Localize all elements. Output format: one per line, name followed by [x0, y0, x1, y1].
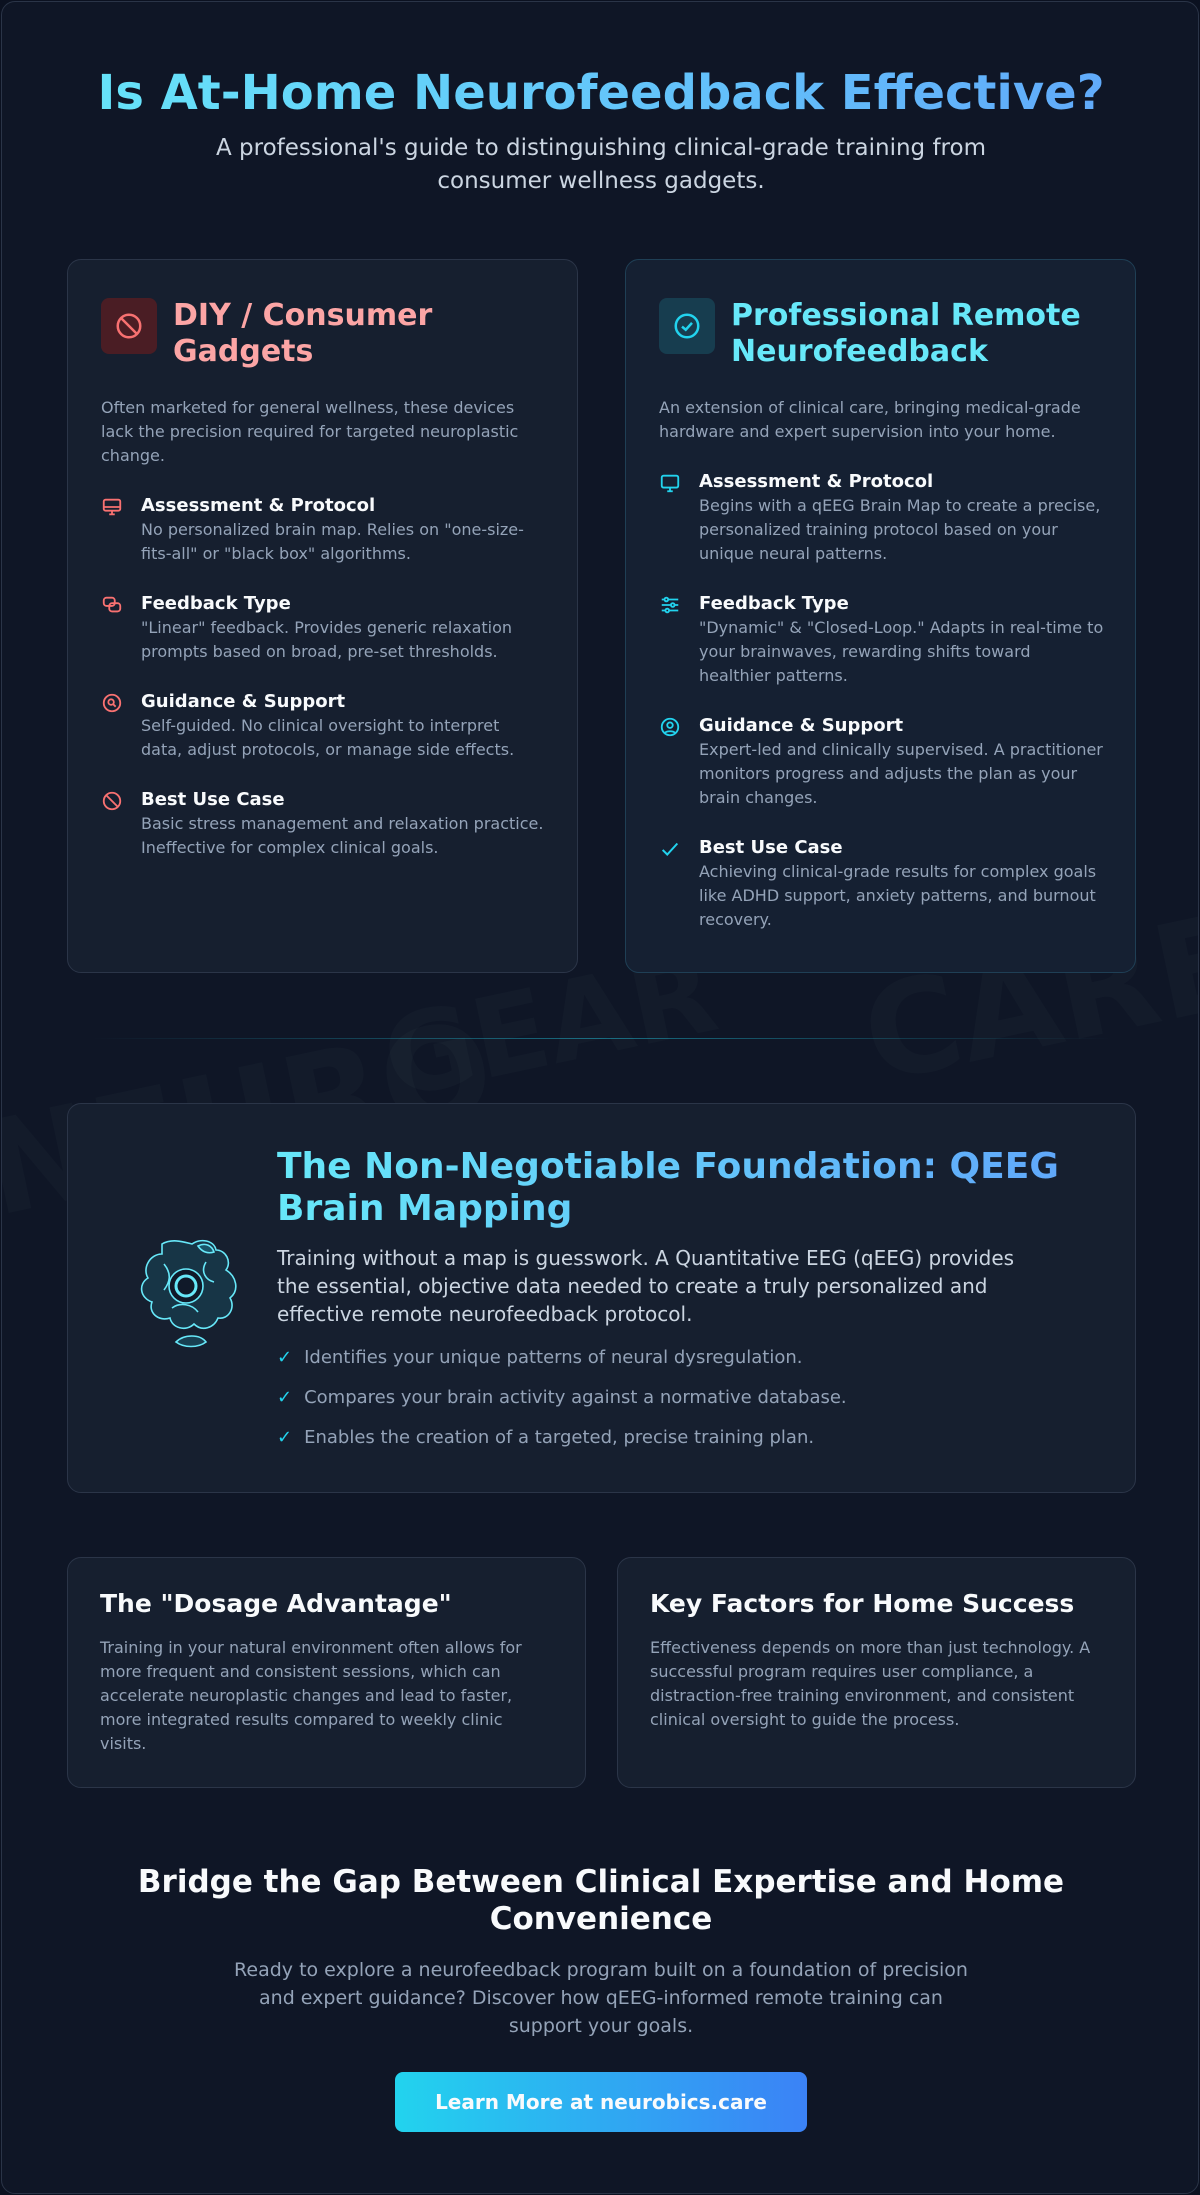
check-text: Compares your brain activity against a n… [304, 1387, 847, 1408]
check-icon: ✓ [277, 1387, 293, 1408]
cta-section: Bridge the Gap Between Clinical Expertis… [2, 1864, 1198, 2132]
qeeg-card: The Non-Negotiable Foundation: QEEG Brai… [67, 1103, 1136, 1493]
dosage-text: Training in your natural environment oft… [100, 1638, 522, 1753]
dosage-title: The "Dosage Advantage" [100, 1589, 452, 1618]
diy-card-description: Often marketed for general wellness, the… [101, 398, 519, 465]
pro-feature-text: "Dynamic" & "Closed-Loop." Adapts in rea… [699, 618, 1104, 685]
search-circle-icon [101, 690, 123, 762]
pro-card-description: An extension of clinical care, bringing … [659, 398, 1081, 441]
diy-feature-text: Self-guided. No clinical oversight to in… [141, 716, 515, 759]
diy-card: DIY / Consumer Gadgets Often marketed fo… [67, 259, 578, 973]
diy-feature-assessment: Assessment & Protocol No personalized br… [101, 494, 545, 566]
diy-card-title: DIY / Consumer Gadgets [173, 298, 433, 369]
diy-feature-title: Guidance & Support [141, 691, 346, 712]
factors-card: Key Factors for Home Success Effectivene… [617, 1557, 1136, 1788]
factors-text: Effectiveness depends on more than just … [650, 1638, 1091, 1729]
pro-card-title: Professional Remote Neurofeedback [731, 298, 1081, 369]
list-item: ✓ Identifies your unique patterns of neu… [277, 1346, 1095, 1370]
pro-feature-guidance: Guidance & Support Expert-led and clinic… [659, 714, 1107, 810]
check-circle-icon [659, 298, 715, 354]
pro-feature-title: Best Use Case [699, 837, 843, 858]
diy-card-header: DIY / Consumer Gadgets [101, 298, 545, 370]
cta-text: Ready to explore a neurofeedback program… [234, 1959, 968, 2037]
pro-feature-text: Begins with a qEEG Brain Map to create a… [699, 496, 1101, 563]
diy-feature-text: No personalized brain map. Relies on "on… [141, 520, 524, 563]
monitor-icon [659, 470, 681, 566]
diy-feature-title: Best Use Case [141, 789, 285, 810]
page-title: Is At-Home Neurofeedback Effective? [2, 60, 1198, 126]
pro-card-header: Professional Remote Neurofeedback [659, 298, 1107, 370]
check-icon: ✓ [277, 1427, 293, 1448]
sliders-icon [659, 592, 681, 688]
diy-feature-text: "Linear" feedback. Provides generic rela… [141, 618, 513, 661]
ban-icon [101, 298, 157, 354]
check-icon: ✓ [277, 1347, 293, 1368]
diy-feature-feedback: Feedback Type "Linear" feedback. Provide… [101, 592, 545, 664]
pro-feature-title: Feedback Type [699, 593, 849, 614]
diy-feature-title: Assessment & Protocol [141, 495, 376, 516]
list-item: ✓ Enables the creation of a targeted, pr… [277, 1426, 1095, 1450]
qeeg-title: The Non-Negotiable Foundation: QEEG Brai… [277, 1146, 1095, 1230]
qeeg-check-list: ✓ Identifies your unique patterns of neu… [277, 1346, 1095, 1450]
check-text: Enables the creation of a targeted, prec… [304, 1427, 815, 1448]
section-divider [92, 1038, 1112, 1039]
learn-more-button[interactable]: Learn More at neurobics.care [395, 2072, 807, 2132]
dosage-card: The "Dosage Advantage" Training in your … [67, 1557, 586, 1788]
pro-feature-assessment: Assessment & Protocol Begins with a qEEG… [659, 470, 1107, 566]
pro-card: Professional Remote Neurofeedback An ext… [625, 259, 1136, 973]
pro-feature-text: Achieving clinical-grade results for com… [699, 862, 1097, 929]
diy-feature-guidance: Guidance & Support Self-guided. No clini… [101, 690, 545, 762]
cta-title: Bridge the Gap Between Clinical Expertis… [137, 1864, 1065, 1937]
user-circle-icon [659, 714, 681, 810]
brain-gear-icon [110, 1224, 260, 1374]
page-subtitle: A professional's guide to distinguishing… [216, 135, 986, 194]
hero-section: Is At-Home Neurofeedback Effective? A pr… [2, 60, 1198, 198]
pro-feature-text: Expert-led and clinically supervised. A … [699, 740, 1103, 807]
diy-feature-use-case: Best Use Case Basic stress management an… [101, 788, 545, 860]
factors-title: Key Factors for Home Success [650, 1589, 1075, 1618]
pro-feature-title: Assessment & Protocol [699, 471, 934, 492]
diy-feature-title: Feedback Type [141, 593, 291, 614]
list-item: ✓ Compares your brain activity against a… [277, 1386, 1095, 1410]
pro-feature-use-case: Best Use Case Achieving clinical-grade r… [659, 836, 1107, 932]
pro-feature-title: Guidance & Support [699, 715, 904, 736]
pro-feature-feedback: Feedback Type "Dynamic" & "Closed-Loop."… [659, 592, 1107, 688]
diy-feature-text: Basic stress management and relaxation p… [141, 814, 544, 857]
qeeg-intro: Training without a map is guesswork. A Q… [277, 1246, 1015, 1326]
check-text: Identifies your unique patterns of neura… [304, 1347, 803, 1368]
monitor-icon [101, 494, 123, 566]
chat-bubbles-icon [101, 592, 123, 664]
check-icon [659, 836, 681, 932]
ban-icon [101, 788, 123, 860]
